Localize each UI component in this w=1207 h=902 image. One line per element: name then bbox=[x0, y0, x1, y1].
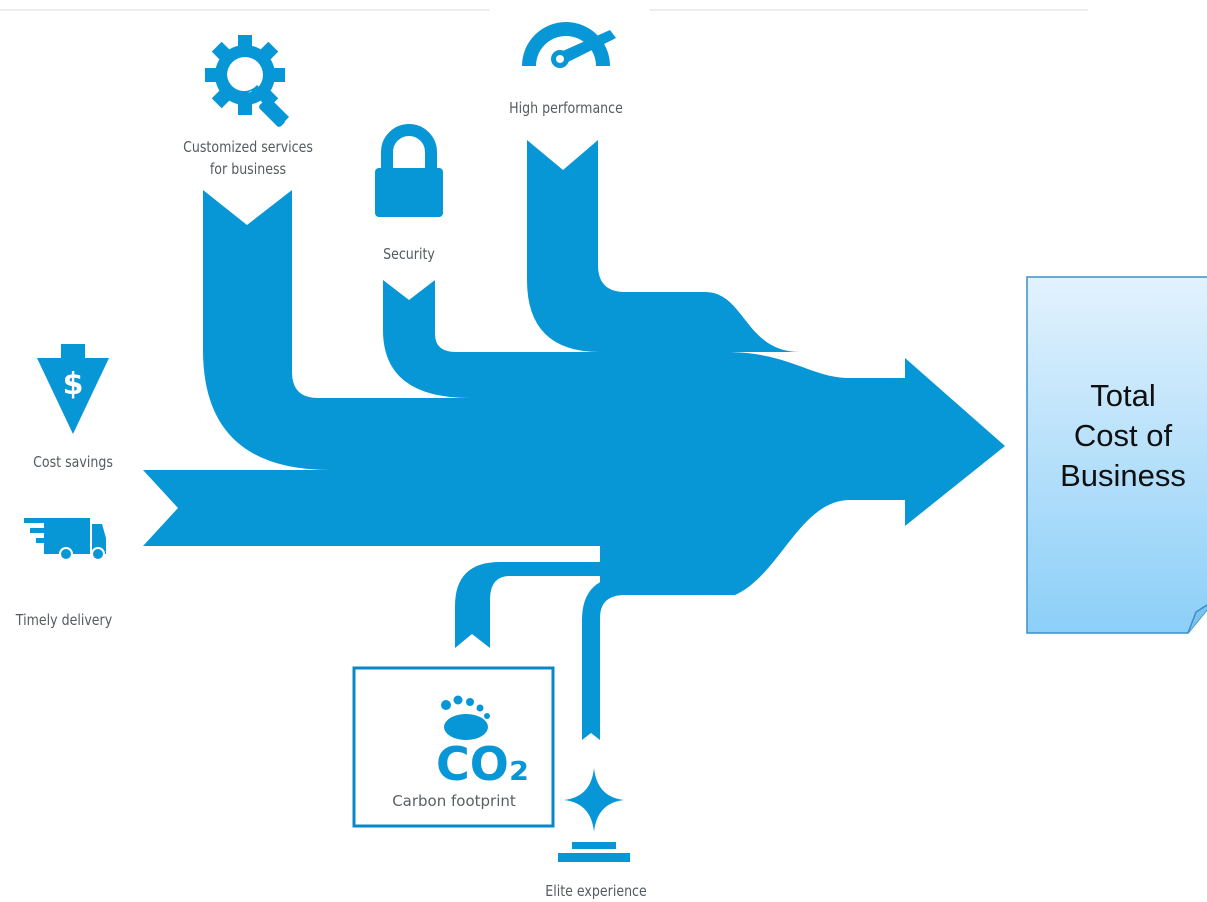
speedometer-icon bbox=[522, 22, 616, 68]
customized-services-flow bbox=[203, 190, 630, 470]
total-cost-note: Total Cost of Business bbox=[1030, 376, 1207, 496]
security-flow bbox=[383, 280, 630, 398]
diamond-pedestal-icon bbox=[558, 768, 630, 862]
note-fold bbox=[1187, 604, 1207, 634]
carbon-footprint-flow bbox=[455, 562, 610, 648]
gear-wrench-icon bbox=[205, 35, 289, 127]
note-line-1: Total bbox=[1090, 378, 1156, 413]
carbon-footprint-label: Carbon footprint bbox=[392, 792, 516, 810]
svg-text:$: $ bbox=[63, 367, 84, 402]
high-performance-flow bbox=[527, 140, 800, 352]
padlock-icon bbox=[375, 124, 443, 217]
delivery-truck-icon bbox=[24, 518, 106, 561]
dollar-arrow-icon: $ bbox=[37, 344, 109, 434]
note-line-2: Cost of bbox=[1073, 418, 1173, 453]
carbon-footprint-box bbox=[352, 666, 555, 828]
security-label: Security bbox=[383, 245, 435, 263]
footprint-co2-icon: CO₂ bbox=[436, 695, 529, 791]
high-performance-label: High performance bbox=[509, 99, 623, 117]
cost-savings-label: Cost savings bbox=[33, 453, 113, 471]
elite-experience-flow bbox=[582, 576, 740, 740]
timely-delivery-label: Timely delivery bbox=[15, 611, 113, 629]
svg-text:CO₂: CO₂ bbox=[436, 737, 529, 791]
note-line-3: Business bbox=[1060, 458, 1186, 493]
main-flow-arrow bbox=[143, 352, 1005, 595]
elite-experience-label: Elite experience bbox=[545, 882, 647, 900]
customized-services-label: Customized services for business bbox=[183, 138, 313, 178]
